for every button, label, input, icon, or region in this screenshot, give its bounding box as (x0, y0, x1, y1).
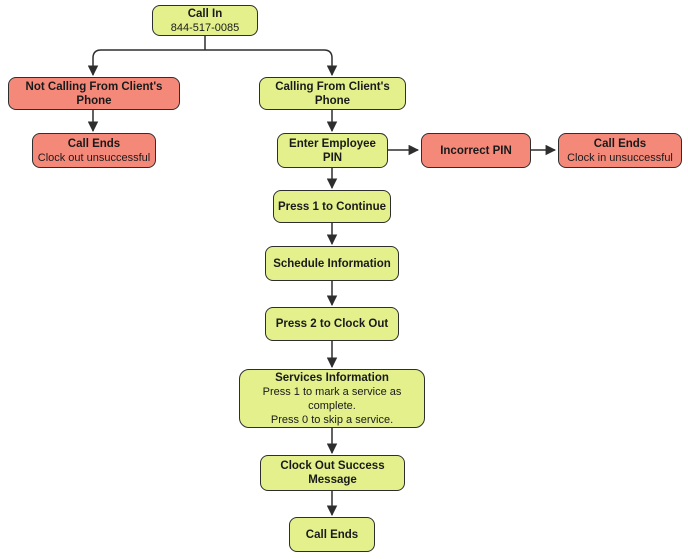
node-calling-from-client-phone: Calling From Client's Phone (259, 77, 406, 110)
node-enter-employee-pin: Enter Employee PIN (277, 133, 388, 168)
node-title: Call Ends (67, 137, 121, 150)
node-incorrect-pin: Incorrect PIN (421, 133, 531, 168)
node-subtitle: Clock out unsuccessful (37, 151, 151, 164)
node-title: Services Information (275, 371, 389, 384)
node-title: Calling From Client's Phone (275, 80, 390, 107)
node-title: Call In (187, 7, 223, 20)
node-services-information: Services Information Press 1 to mark a s… (239, 369, 425, 428)
node-title: Not Calling From Client's Phone (25, 80, 163, 107)
node-press-1-to-continue: Press 1 to Continue (273, 190, 391, 223)
node-title: Clock Out Success Message (280, 460, 385, 486)
node-press-2-to-clock-out: Press 2 to Clock Out (265, 307, 399, 341)
edge-split-to-not-client-phone (87, 49, 205, 77)
edge-split-to-client-phone (205, 49, 338, 77)
node-title: Call Ends (305, 528, 359, 541)
node-call-in: Call In 844-517-0085 (152, 5, 258, 36)
node-call-ends-clock-in-unsuccessful: Call Ends Clock in unsuccessful (558, 133, 682, 168)
node-not-calling-from-client-phone: Not Calling From Client's Phone (8, 77, 180, 110)
phone-number: 844-517-0085 (170, 21, 240, 34)
node-title: Enter Employee PIN (289, 137, 376, 164)
node-title: Press 2 to Clock Out (275, 318, 389, 330)
node-title: Press 1 to Continue (278, 200, 386, 213)
node-clock-out-success-message: Clock Out Success Message (260, 455, 405, 491)
node-subtitle: Clock in unsuccessful (567, 151, 673, 164)
node-call-ends-final: Call Ends (289, 517, 375, 552)
node-instruction-complete: Press 1 to mark a service as complete. (262, 385, 402, 412)
node-title: Schedule Information (273, 257, 391, 270)
node-instruction-skip: Press 0 to skip a service. (270, 413, 394, 426)
node-call-ends-clock-out-unsuccessful: Call Ends Clock out unsuccessful (32, 133, 156, 168)
node-schedule-information: Schedule Information (265, 246, 399, 281)
node-title: Call Ends (593, 137, 647, 150)
node-title: Incorrect PIN (440, 144, 512, 157)
